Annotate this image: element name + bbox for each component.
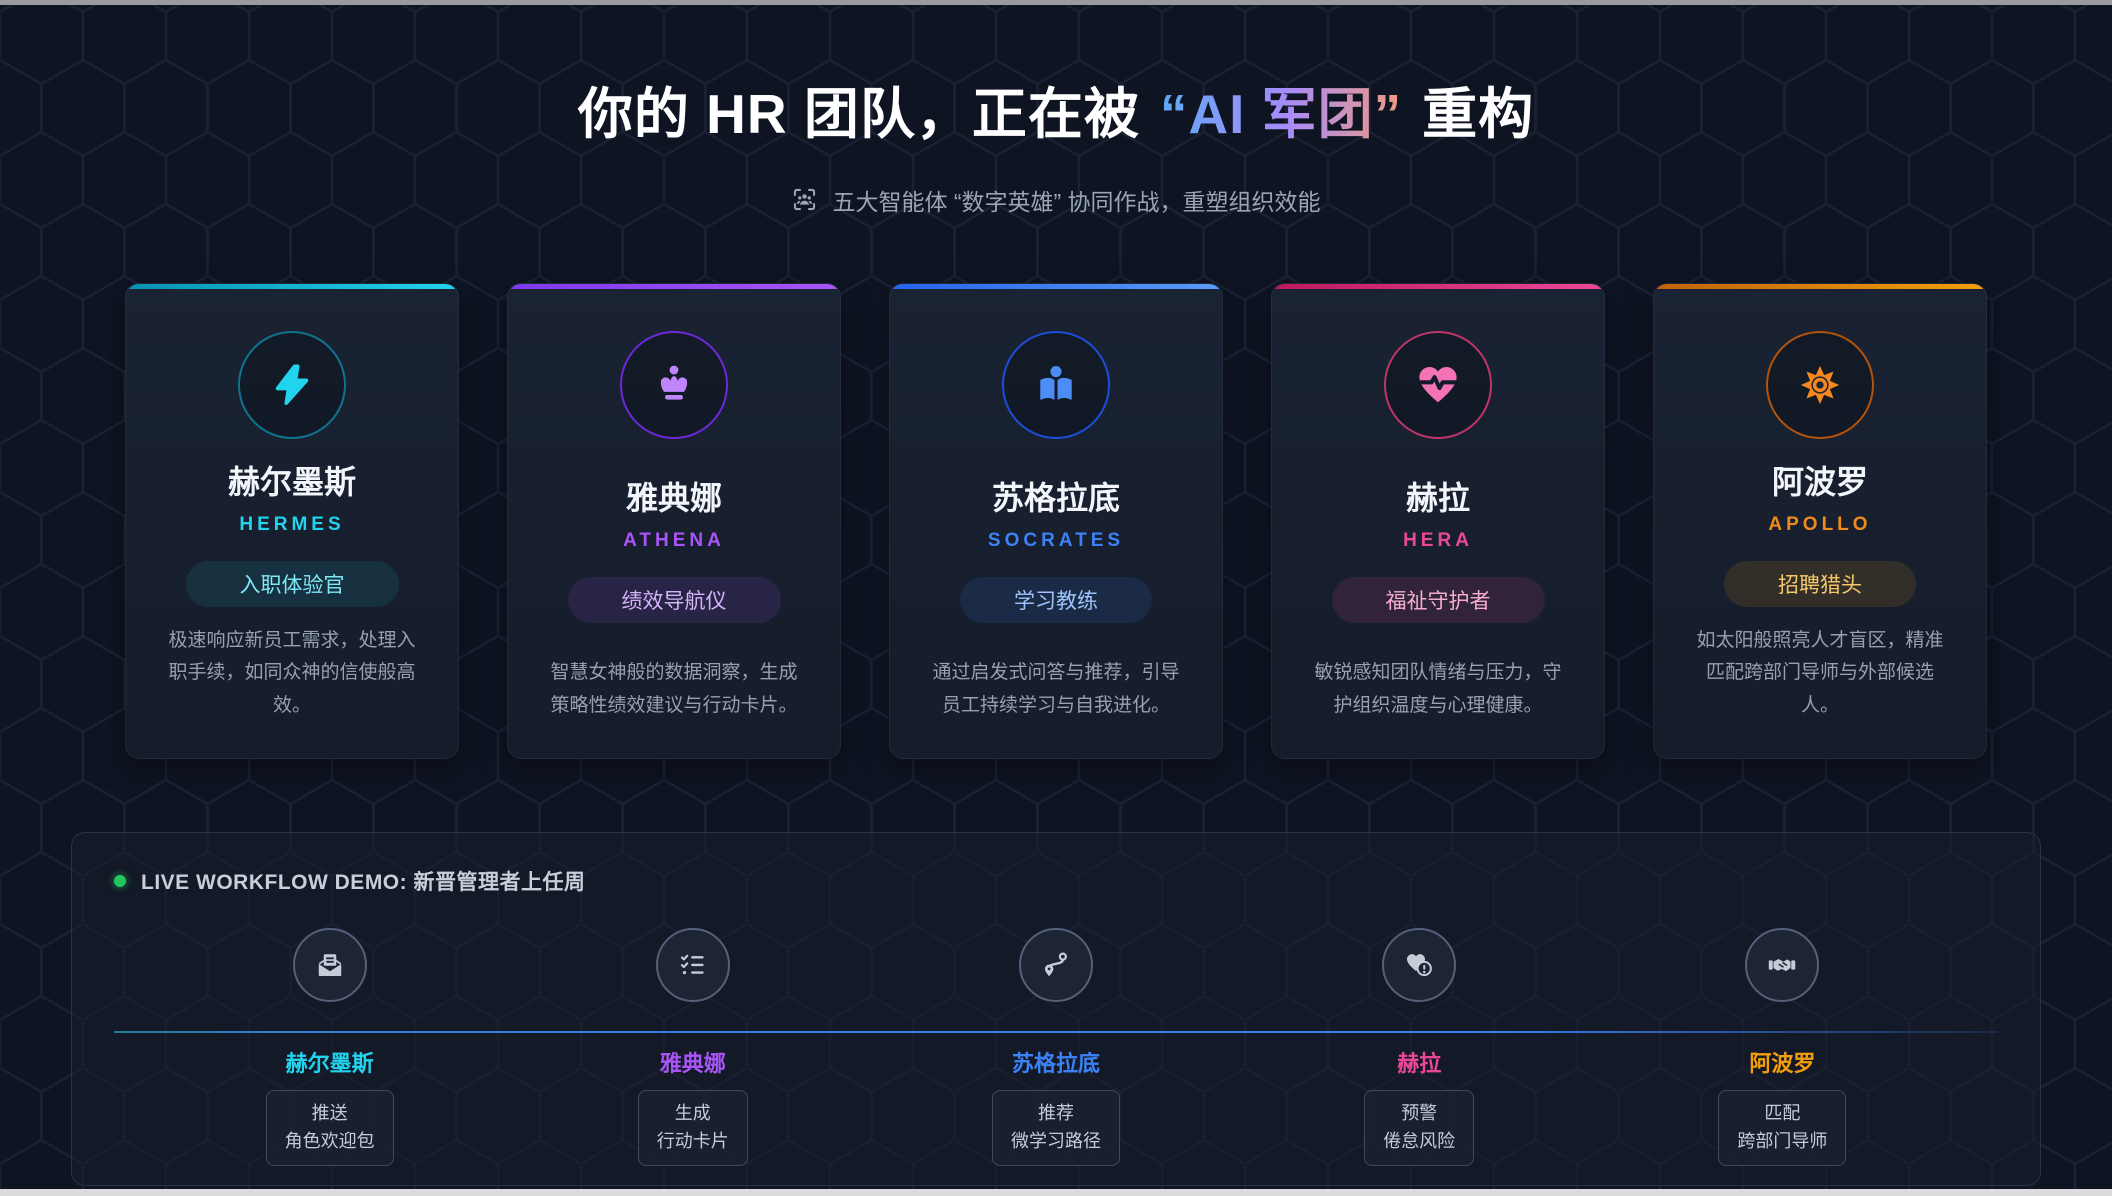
agent-role-badge: 绩效导航仪 [567, 577, 781, 624]
live-workflow-panel: LIVE WORKFLOW DEMO: 新晋管理者上任周 赫尔墨斯 [71, 831, 2041, 1186]
agent-description: 通过启发式问答与推荐，引导员工持续学习与自我进化。 [932, 662, 1180, 716]
step-action-line2: 跨部门导师 [1737, 1130, 1828, 1151]
card-accent-bar [1272, 283, 1604, 289]
agent-description: 极速响应新员工需求，处理入职手续，如同众神的信使般高效。 [168, 630, 416, 716]
step-circle [1018, 927, 1093, 1002]
workflow-header: LIVE WORKFLOW DEMO: 新晋管理者上任周 [72, 833, 2040, 896]
team-scan-icon [794, 189, 816, 211]
agent-card-apollo: 阿波罗 APOLLO 招聘猎头 如太阳般照亮人才盲区，精准匹配跨部门导师与外部候… [1653, 282, 1987, 759]
step-action-box: 推荐 微学习路径 [991, 1089, 1120, 1166]
crown-icon [660, 365, 688, 400]
agent-card-mid: 赫尔墨斯 HERMES 入职体验官 [185, 439, 399, 625]
page-title: 你的 HR 团队，正在被 “AI 军团” 重构 [0, 83, 2112, 146]
agent-card-mid: 雅典娜 ATHENA 绩效导航仪 [567, 439, 781, 657]
step-action-line1: 推荐 [1037, 1102, 1074, 1123]
agent-description: 智慧女神般的数据洞察，生成策略性绩效建议与行动卡片。 [550, 662, 798, 716]
agent-card-mid: 苏格拉底 SOCRATES 学习教练 [960, 439, 1152, 657]
step-action-box: 匹配 跨部门导师 [1718, 1089, 1847, 1166]
handshake-icon [1769, 958, 1796, 972]
agent-role-badge: 福祉守护者 [1331, 577, 1545, 624]
step-action-box: 预警 倦怠风险 [1364, 1089, 1475, 1166]
workflow-step-hermes: 赫尔墨斯 推送 角色欢迎包 [148, 893, 511, 1166]
heart-alert-icon [1407, 954, 1433, 977]
step-circle [655, 927, 730, 1002]
agent-avatar [1002, 330, 1110, 439]
title-suffix: 重构 [1422, 82, 1535, 145]
agent-avatar [1384, 330, 1492, 439]
agent-en-name: ATHENA [623, 530, 725, 552]
list-check-icon [680, 954, 704, 975]
step-action-box: 生成 行动卡片 [637, 1089, 748, 1166]
card-accent-bar [890, 283, 1222, 289]
hero-section: 你的 HR 团队，正在被 “AI 军团” 重构 五大智能体 “数字英雄” 协同作战，… [0, 0, 2112, 217]
workflow-step-hera: 赫拉 预警 倦怠风险 [1238, 893, 1601, 1166]
step-action-line2: 行动卡片 [656, 1130, 729, 1151]
agent-role-badge: 学习教练 [960, 577, 1152, 624]
agent-card-hermes: 赫尔墨斯 HERMES 入职体验官 极速响应新员工需求，处理入职手续，如同众神的… [125, 282, 459, 759]
agent-en-name: SOCRATES [987, 530, 1125, 552]
agent-name: 赫尔墨斯 [227, 463, 356, 500]
hero-subtitle: 五大智能体 “数字英雄” 协同作战，重塑组织效能 [0, 183, 2112, 217]
sun-icon [1800, 365, 1840, 405]
hero-subtitle-text: 五大智能体 “数字英雄” 协同作战，重塑组织效能 [832, 188, 1321, 215]
agent-en-name: HERMES [239, 513, 345, 535]
agent-name: 苏格拉底 [991, 480, 1120, 517]
agent-avatar [620, 330, 728, 439]
title-prefix: 你的 HR 团队，正在被 [577, 82, 1140, 145]
agent-description: 敏锐感知团队情绪与压力，守护组织温度与心理健康。 [1314, 662, 1562, 716]
workflow-steps-row: 赫尔墨斯 推送 角色欢迎包 [148, 893, 1964, 1166]
step-agent-name: 阿波罗 [1749, 1050, 1816, 1076]
agent-description: 如太阳般照亮人才盲区，精准匹配跨部门导师与外部候选人。 [1696, 630, 1944, 716]
workflow-step-apollo: 阿波罗 匹配 跨部门导师 [1601, 893, 1964, 1166]
step-agent-name: 雅典娜 [659, 1050, 726, 1076]
step-agent-name: 赫拉 [1397, 1050, 1442, 1076]
agent-en-name: APOLLO [1768, 513, 1872, 535]
agent-avatar [238, 330, 346, 439]
lightning-icon [275, 364, 309, 405]
agent-role-badge: 入职体验官 [185, 560, 399, 607]
card-accent-bar [508, 283, 840, 289]
agent-card-socrates: 苏格拉底 SOCRATES 学习教练 通过启发式问答与推荐，引导员工持续学习与自… [889, 282, 1223, 759]
live-indicator-dot [114, 874, 126, 887]
route-icon [1044, 952, 1067, 977]
step-action-line1: 匹配 [1764, 1102, 1801, 1123]
step-circle [292, 927, 367, 1002]
step-agent-name: 苏格拉底 [1011, 1050, 1100, 1076]
agent-card-mid: 赫拉 HERA 福祉守护者 [1331, 439, 1545, 657]
step-action-line1: 生成 [674, 1102, 711, 1123]
workflow-step-athena: 雅典娜 生成 行动卡片 [511, 893, 874, 1166]
step-action-line2: 角色欢迎包 [284, 1130, 375, 1151]
card-accent-bar [1654, 283, 1986, 289]
agent-name: 赫拉 [1405, 480, 1470, 517]
agent-avatar [1766, 330, 1874, 439]
heart-pulse-icon [1419, 366, 1457, 403]
agent-card-athena: 雅典娜 ATHENA 绩效导航仪 智慧女神般的数据洞察，生成策略性绩效建议与行动… [507, 282, 841, 759]
step-circle [1745, 927, 1820, 1002]
step-agent-name: 赫尔墨斯 [285, 1050, 374, 1076]
step-action-line2: 微学习路径 [1010, 1130, 1101, 1151]
step-action-box: 推送 角色欢迎包 [265, 1089, 394, 1166]
step-circle [1382, 927, 1457, 1002]
reader-icon [1040, 365, 1072, 400]
workflow-connector-line [114, 1030, 1998, 1033]
window-bottom-edge [0, 1189, 2112, 1196]
agent-name: 雅典娜 [625, 480, 722, 517]
agent-card-mid: 阿波罗 APOLLO 招聘猎头 [1724, 439, 1916, 625]
agent-card-hera: 赫拉 HERA 福祉守护者 敏锐感知团队情绪与压力，守护组织温度与心理健康。 [1271, 282, 1605, 759]
agent-en-name: HERA [1403, 530, 1473, 552]
step-action-line1: 预警 [1401, 1102, 1438, 1123]
agent-role-badge: 招聘猎头 [1724, 560, 1916, 607]
step-action-line2: 倦怠风险 [1383, 1130, 1456, 1151]
step-action-line1: 推送 [311, 1102, 348, 1123]
title-highlight: “AI 军团” [1159, 82, 1403, 145]
mail-open-icon [318, 954, 341, 976]
workflow-step-socrates: 苏格拉底 推荐 微学习路径 [874, 893, 1237, 1166]
window-top-edge [0, 0, 2112, 5]
workflow-heading: LIVE WORKFLOW DEMO: 新晋管理者上任周 [141, 870, 586, 894]
card-accent-bar [126, 283, 458, 289]
agent-name: 阿波罗 [1771, 463, 1868, 500]
agent-cards-row: 赫尔墨斯 HERMES 入职体验官 极速响应新员工需求，处理入职手续，如同众神的… [0, 282, 2112, 759]
